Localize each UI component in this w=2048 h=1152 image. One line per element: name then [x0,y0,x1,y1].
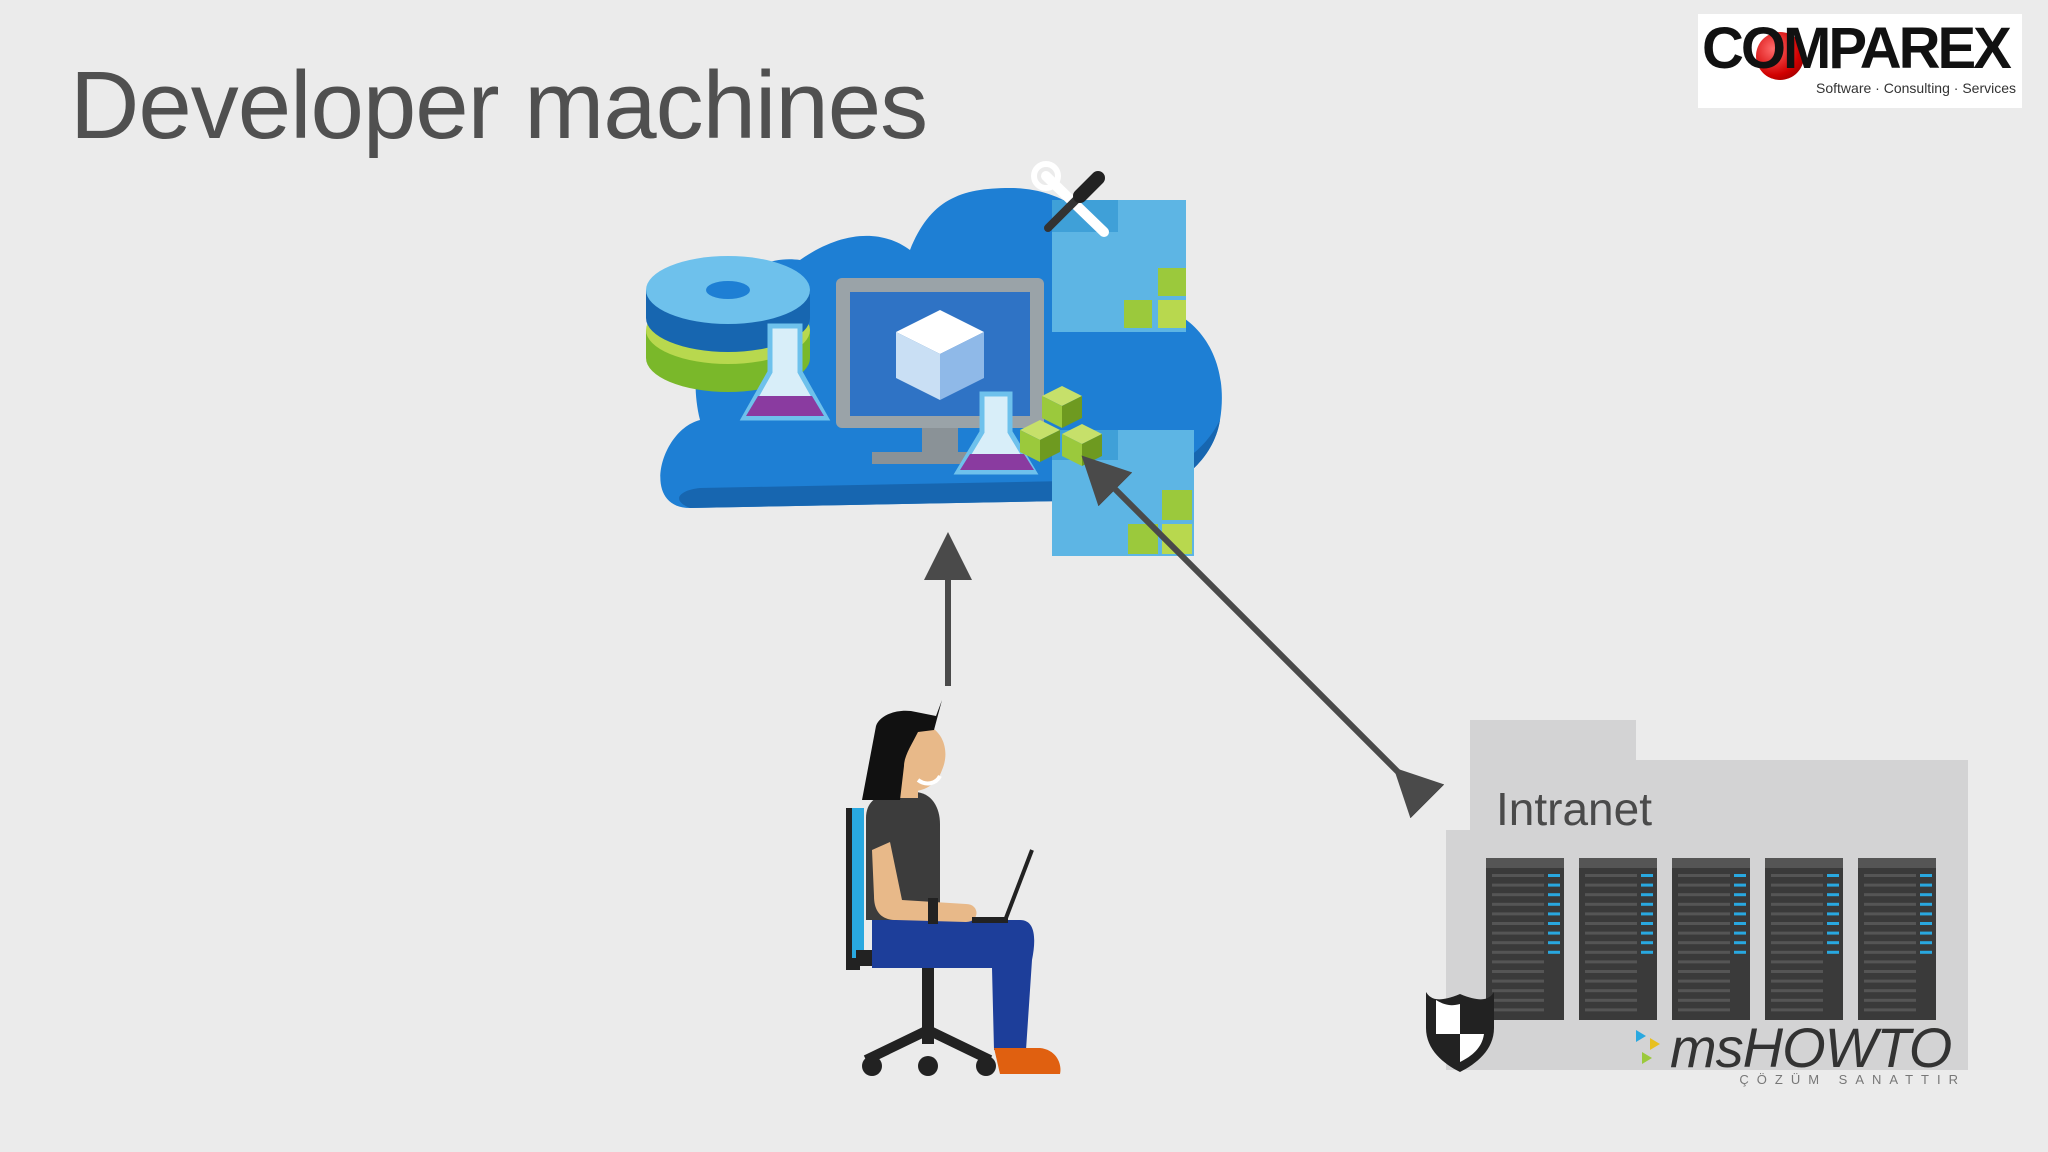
security-shield-icon [1426,992,1494,1072]
server-rack [1765,858,1843,1020]
watermark-brand: msHOWTO [1670,1016,1952,1079]
connection-arrows [924,455,1445,819]
comparex-logo: COMPAREX Software · Consulting · Service… [1698,14,2022,108]
server-rack-icon [1486,858,1936,1020]
intranet-label: Intranet [1496,783,1652,835]
wrench-screwdriver-icon [1031,161,1109,237]
server-rack [1579,858,1657,1020]
flask-icon [739,323,831,421]
server-rack [1672,858,1750,1020]
server-rack [1858,858,1936,1020]
green-cubes-icon [1020,386,1102,466]
watermark-arrow-icon [1650,1038,1660,1050]
developer-on-laptop-icon [846,700,1061,1076]
logo-wordmark: COMPAREX [1702,16,2012,81]
arrow-cloud-intranet [1081,455,1445,819]
watermark-slogan: ÇÖZÜM SANATTIR [1739,1072,1966,1087]
server-rack [1486,858,1564,1020]
logo-ball-icon [1756,32,1804,80]
watermark-arrow-icon [1642,1052,1652,1064]
watermark-arrow-icon [1636,1030,1646,1042]
mshowto-watermark: msHOWTO ÇÖZÜM SANATTIR [1628,1020,1968,1090]
logo-tagline: Software · Consulting · Services [1816,80,2016,96]
slide-title: Developer machines [70,52,928,159]
flask-icon [953,391,1039,475]
